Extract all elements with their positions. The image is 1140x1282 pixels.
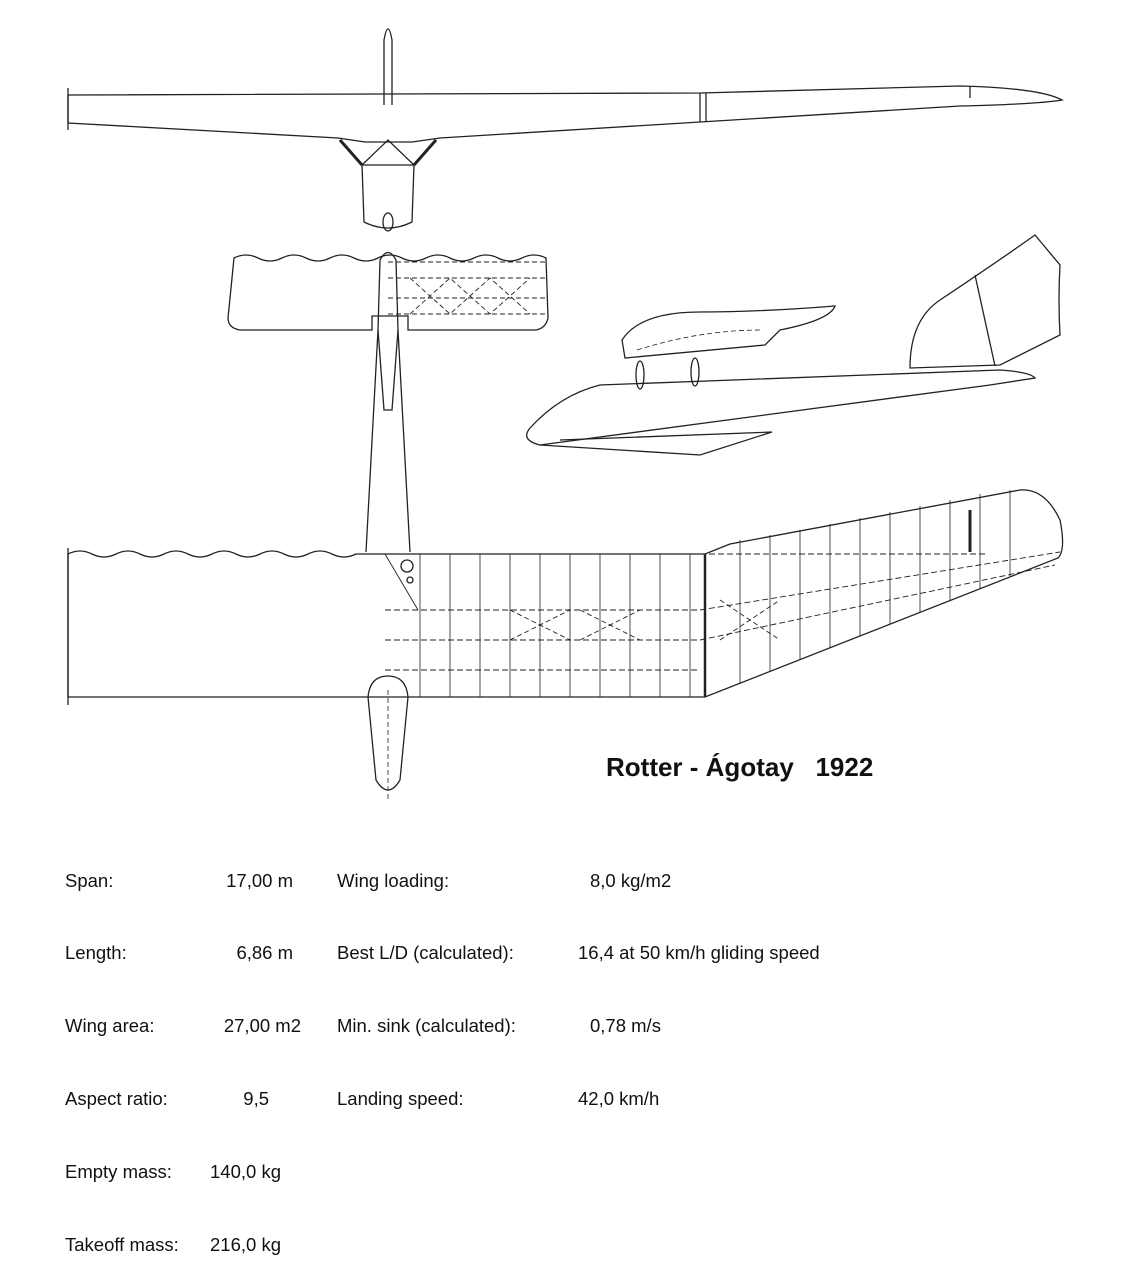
- spec-value: 27,00 m2: [223, 1015, 301, 1037]
- three-view-drawing: [67, 28, 1064, 800]
- spec-label: Length:: [65, 942, 127, 964]
- top-view-tailplane: [227, 251, 549, 553]
- specs-right-labels: Wing loading: Best L/D (calculated): Min…: [337, 820, 516, 1136]
- spec-label: Empty mass:: [65, 1161, 172, 1183]
- spec-label: Wing loading:: [337, 869, 450, 891]
- spec-value: 9,5: [243, 1088, 269, 1110]
- spec-label: Min. sink (calculated):: [337, 1015, 516, 1037]
- front-view: [67, 28, 1064, 232]
- spec-value: 140,0 kg: [210, 1161, 281, 1183]
- top-view-wing: [67, 489, 1064, 800]
- specs-left-labels: Span: Length: Wing area: Aspect ratio: E…: [65, 820, 179, 1282]
- spec-value: 0,78 m/s: [590, 1015, 661, 1037]
- spec-label: Wing area:: [65, 1015, 155, 1037]
- spec-value: 216,0 kg: [210, 1234, 281, 1256]
- spec-label: Landing speed:: [337, 1088, 464, 1110]
- spec-value: 6,86 m: [236, 942, 293, 964]
- spec-label: Best L/D (calculated):: [337, 942, 514, 964]
- spec-label: Takeoff mass:: [65, 1234, 179, 1256]
- spec-value: 16,4 at 50 km/h gliding speed: [578, 942, 820, 964]
- spec-value: 8,0 kg/m2: [590, 869, 672, 891]
- specs-left-values: 17,00 m 6,86 m 27,00 m2 9,5 140,0 kg 216…: [190, 820, 301, 1282]
- spec-label: Aspect ratio:: [65, 1088, 168, 1110]
- spec-label: Span:: [65, 869, 114, 891]
- spec-value: 17,00 m: [226, 869, 293, 891]
- drawing-title: Rotter - Ágotay 1922: [606, 752, 874, 782]
- specs-right-values: 8,0 kg/m2 16,4 at 50 km/h gliding speed …: [578, 820, 820, 1136]
- spec-value: 42,0 km/h: [578, 1088, 660, 1110]
- side-view: [526, 234, 1061, 456]
